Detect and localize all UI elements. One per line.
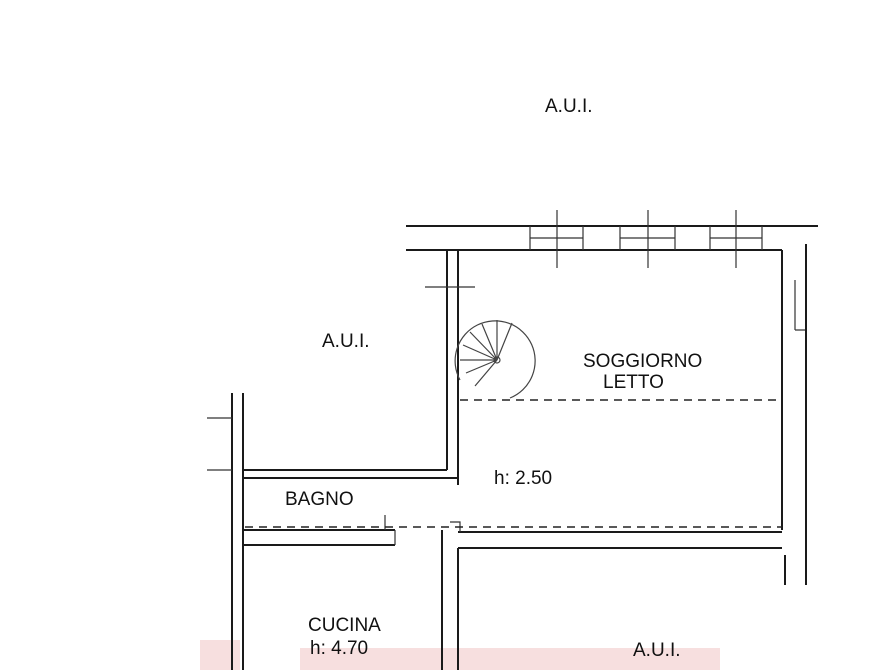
label-soggiorno: SOGGIORNO — [583, 351, 702, 372]
label-aui-left: A.U.I. — [322, 331, 370, 352]
walls — [207, 210, 818, 670]
label-height-cucina: h: 4.70 — [310, 638, 368, 659]
spiral-staircase-icon — [454, 320, 536, 399]
label-letto: LETTO — [603, 372, 664, 393]
label-cucina: CUCINA — [308, 615, 381, 636]
watermark — [200, 640, 720, 670]
label-aui-bottom: A.U.I. — [633, 640, 681, 661]
dashed-lines — [245, 399, 782, 528]
label-aui-top: A.U.I. — [545, 96, 593, 117]
label-bagno: BAGNO — [285, 489, 354, 510]
label-height-main: h: 2.50 — [494, 468, 552, 489]
